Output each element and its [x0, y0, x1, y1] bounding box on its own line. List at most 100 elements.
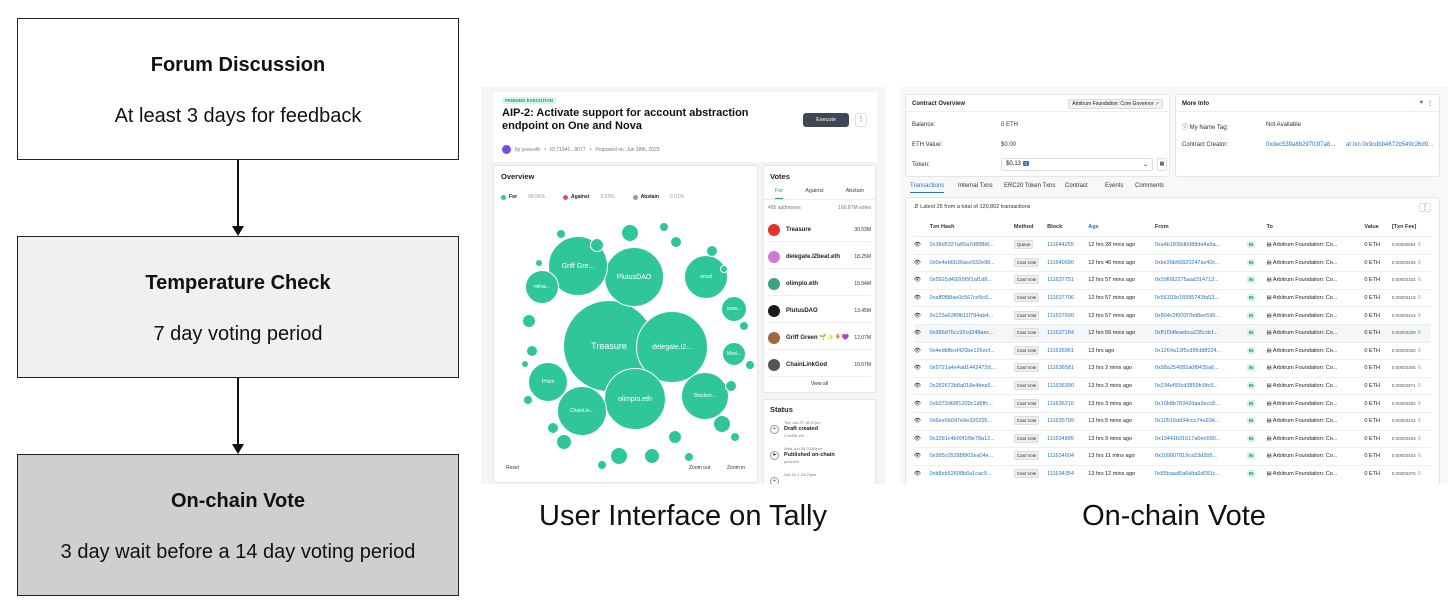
voter-bubble-small[interactable] [684, 452, 694, 462]
from-address[interactable]: 0x98a254082a0f8435a6... [1155, 365, 1247, 371]
col-age[interactable]: Age [1088, 224, 1155, 230]
block-link[interactable]: 111637706 [1047, 295, 1088, 301]
block-link[interactable]: 111637751 [1047, 277, 1088, 283]
to-address[interactable]: ▤ Arbitrum Foundation: Co... [1267, 365, 1365, 371]
txn-hash[interactable]: 0xb373d68f1200c1d6ffc... [930, 401, 1014, 407]
table-row[interactable]: 👁 0x6ee5b0d7e9e326205... Cast Vote 11163… [914, 412, 1431, 430]
voter-bubble-small[interactable] [644, 448, 660, 464]
eye-icon[interactable]: 👁 [914, 348, 930, 354]
txn-hash[interactable]: 0x0e4eb6b36ace932e98... [930, 260, 1014, 266]
table-row[interactable]: 👁 0xaff0f88ae0c567ce5c8... Cast Vote 111… [914, 289, 1431, 307]
eye-icon[interactable]: 👁 [914, 365, 930, 371]
from-address[interactable]: 0xbe26b66820247ac40c... [1155, 260, 1247, 266]
voter-bubble[interactable]: PlutusDAO [604, 247, 664, 307]
voter-bubble-small[interactable] [706, 245, 718, 257]
voter-bubble-small[interactable] [522, 314, 536, 328]
table-row[interactable]: 👁 0x5721a4e4ad1442472d... Cast Vote 1116… [914, 359, 1431, 377]
to-address[interactable]: ▤ Arbitrum Foundation: Co... [1267, 401, 1365, 407]
voter-bubble-small[interactable] [659, 222, 669, 232]
creator-address[interactable]: 0xdec539a8b29703f7a8... [1266, 142, 1335, 148]
eye-icon[interactable]: 👁 [914, 330, 930, 336]
txn-hash[interactable]: 0x986d76cc92cd248aec... [930, 330, 1014, 336]
to-address[interactable]: ▤ Arbitrum Foundation: Co... [1267, 313, 1365, 319]
wallet-icon[interactable]: ▦ [1157, 158, 1167, 171]
creator-txn[interactable]: at txn 0x9cdbb4672b549c26d9... [1346, 142, 1433, 148]
execute-button[interactable]: Execute [803, 113, 849, 127]
block-link[interactable]: 111636390 [1047, 383, 1088, 389]
txn-hash[interactable]: 0x32b1c4b00f1f8e78a12... [930, 436, 1014, 442]
to-address[interactable]: ▤ Arbitrum Foundation: Co... [1267, 436, 1365, 442]
explorer-tab[interactable]: Contract [1065, 183, 1088, 189]
voter-bubble-small[interactable] [547, 422, 559, 434]
eye-icon[interactable]: 👁 [914, 295, 930, 301]
explorer-tab[interactable]: ERC20 Token Txns [1004, 183, 1055, 189]
voter-row[interactable]: Treasure 30.53M [768, 218, 871, 242]
voter-bubble-small[interactable] [521, 360, 529, 368]
token-select[interactable]: $0.13 1⌄ [1001, 158, 1153, 171]
view-all-link[interactable]: View all [764, 381, 875, 387]
vote-tab[interactable]: Against [805, 186, 823, 199]
voter-bubble-small[interactable] [621, 224, 639, 242]
voter-row[interactable]: olimpio.eth 15.04M [768, 272, 871, 296]
block-link[interactable]: 111637690 [1047, 313, 1088, 319]
voter-row[interactable]: PlutusDAO 13.45M [768, 299, 871, 323]
txn-hash[interactable]: 0x38d5327a65a7d8f8b8... [930, 242, 1014, 248]
from-address[interactable]: 0x56103e18395743fa53... [1155, 295, 1247, 301]
table-row[interactable]: 👁 0x986d76cc92cd248aec... Cast Vote 1116… [914, 324, 1431, 342]
eye-icon[interactable]: 👁 [914, 242, 930, 248]
block-link[interactable]: 111636216 [1047, 401, 1088, 407]
table-row[interactable]: 👁 0x282673b8a018e4dea5... Cast Vote 1116… [914, 377, 1431, 395]
to-address[interactable]: ▤ Arbitrum Foundation: Co... [1267, 348, 1365, 354]
from-address[interactable]: 0x109807819ca23d2b5... [1155, 453, 1247, 459]
to-address[interactable]: ▤ Arbitrum Foundation: Co... [1267, 418, 1365, 424]
txn-hash[interactable]: 0x282673b8a018e4dea5... [930, 383, 1014, 389]
voter-bubble-small[interactable] [668, 430, 682, 444]
voter-bubble-small[interactable] [739, 321, 749, 331]
from-address[interactable]: 0x234ef93cd3859fc9fc9... [1155, 383, 1247, 389]
voter-bubble-small[interactable] [590, 238, 604, 252]
from-address[interactable]: 0x13441b31617a0ee590... [1155, 436, 1247, 442]
voter-bubble-small[interactable] [745, 360, 755, 370]
voter-bubble-small[interactable] [556, 434, 572, 450]
txn-hash[interactable]: 0xb8eb52608b6a1cac9... [930, 471, 1014, 477]
table-row[interactable]: 👁 0x0e4eb6b36ace932e98... Cast Vote 1116… [914, 254, 1431, 272]
voter-bubble-small[interactable] [556, 229, 566, 239]
voter-bubble[interactable]: Prism [528, 362, 568, 402]
voter-bubble[interactable]: ChainLin... [557, 386, 607, 436]
voter-bubble-small[interactable] [713, 415, 731, 433]
from-address[interactable]: 0x29f082275aad314713... [1155, 277, 1247, 283]
eye-icon[interactable]: 👁 [914, 313, 930, 319]
voter-bubble-small[interactable] [730, 432, 740, 442]
voter-bubble[interactable]: mihai... [525, 270, 559, 304]
from-address[interactable]: 0x85baad5a6dda6d091c... [1155, 471, 1247, 477]
more-menu-icon[interactable]: ⋮ [1427, 100, 1433, 107]
vote-tab[interactable]: For [775, 186, 783, 199]
block-link[interactable]: 111635799 [1047, 418, 1088, 424]
voter-bubble-small[interactable] [535, 259, 543, 267]
to-address[interactable]: ▤ Arbitrum Foundation: Co... [1267, 330, 1365, 336]
eye-icon[interactable]: 👁 [914, 436, 930, 442]
voter-bubble[interactable]: Blockso... [681, 372, 729, 420]
from-address[interactable]: 0x16b8b78342daa3ecc8... [1155, 401, 1247, 407]
from-address[interactable]: 0x1264a13f5cd9fcb8f224... [1155, 348, 1247, 354]
eye-icon[interactable]: 👁 [914, 453, 930, 459]
block-link[interactable]: 111634604 [1047, 453, 1088, 459]
explorer-tab[interactable]: Transactions [910, 183, 944, 193]
voter-row[interactable]: ChainLinkGod 10.67M [768, 353, 871, 377]
zoom-out-button[interactable]: Zoom out [689, 465, 710, 471]
voter-row[interactable]: Griff Green 🌱✨🧚💜 12.07M [768, 326, 871, 350]
block-link[interactable]: 111634354 [1047, 471, 1088, 477]
external-link-icon[interactable]: ↗ [1155, 101, 1159, 107]
txn-hash[interactable]: 0x5721a4e4ad1442472d... [930, 365, 1014, 371]
voter-bubble-small[interactable] [597, 460, 607, 470]
vote-tab[interactable]: Abstain [846, 186, 864, 199]
tx-more-icon[interactable]: ⋮ [1419, 203, 1431, 212]
table-row[interactable]: 👁 0x995c05288f902ea04e... Cast Vote 1116… [914, 447, 1431, 465]
block-link[interactable]: 111636961 [1047, 348, 1088, 354]
block-link[interactable]: 111634895 [1047, 436, 1088, 442]
txn-hash[interactable]: 0x6ee5b0d7e9e326205... [930, 418, 1014, 424]
block-link[interactable]: 111640090 [1047, 260, 1088, 266]
block-link[interactable]: 111644255 [1047, 242, 1088, 248]
voter-bubble-small[interactable] [720, 265, 728, 273]
